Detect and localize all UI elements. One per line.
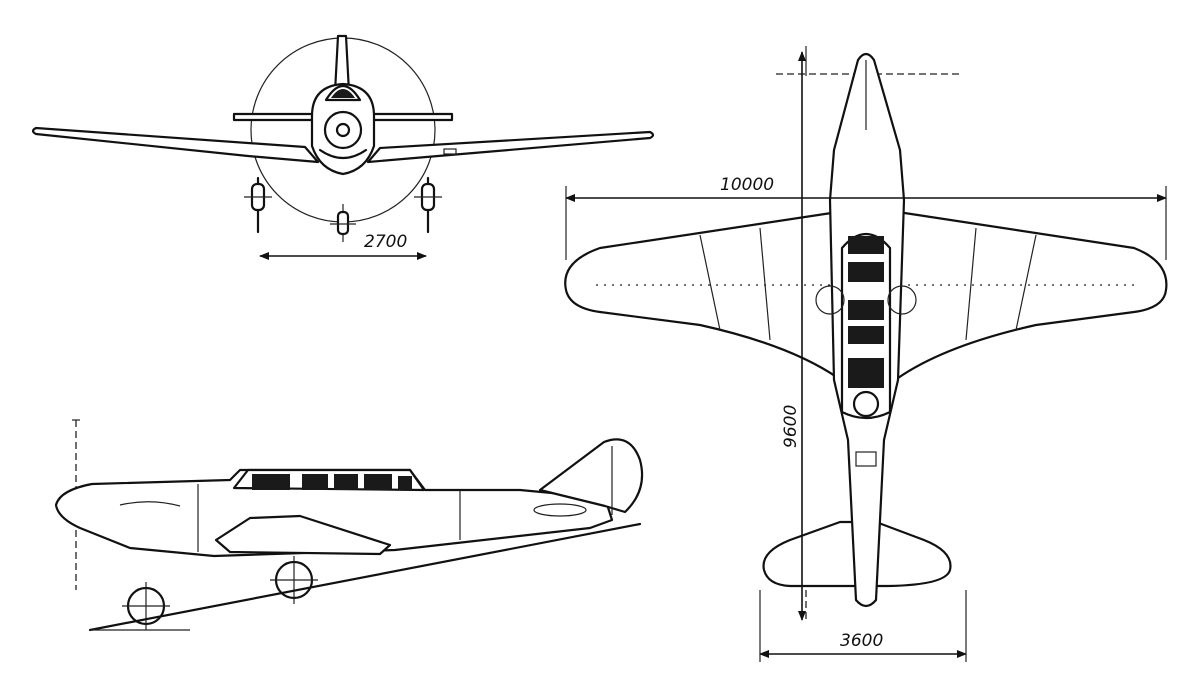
front-left-gear [244, 176, 272, 234]
front-left-wing [31, 126, 320, 164]
top-view: 10000 9600 3600 [564, 46, 1168, 662]
side-tail-wheel [122, 582, 170, 630]
front-right-gear [414, 176, 442, 234]
front-view: 2700 [31, 34, 655, 260]
side-wing [214, 514, 392, 556]
front-fuselage [310, 82, 376, 176]
wingspan-label: 10000 [720, 175, 774, 195]
ground-line [88, 522, 642, 632]
spinner [323, 110, 363, 150]
front-right-wing [366, 130, 655, 164]
wing-detail [443, 148, 457, 155]
length-label: 9600 [781, 405, 801, 448]
tailspan-label: 3600 [840, 631, 883, 651]
side-view [54, 419, 644, 632]
side-fin [538, 438, 644, 514]
track-label: 2700 [364, 232, 407, 252]
side-main-wheel [270, 556, 318, 604]
front-tail-wheel [330, 204, 356, 242]
